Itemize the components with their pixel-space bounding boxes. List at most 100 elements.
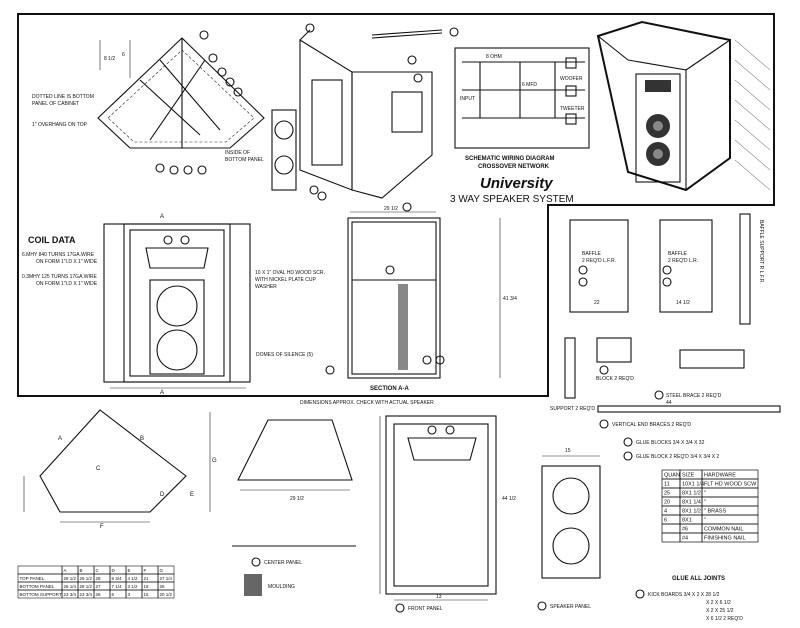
support-label: SUPPORT 2 REQ'D [550, 406, 595, 412]
hardware-cell-text: " BRASS [704, 509, 726, 515]
cut-table-cell-text: F [144, 568, 147, 573]
hardware-cell-text: #4 [682, 536, 688, 542]
baffle-b-label2: 2 REQ'D L.R. [668, 258, 698, 264]
center-panel-drawing: CENTER PANEL 29 1/2 MOULDING [232, 419, 356, 596]
schematic-caption: SCHEMATIC WIRING DIAGRAM [465, 156, 555, 162]
cut-table-cell-text: 7 1/4 [112, 584, 123, 589]
baffle-support-label: BAFFLE SUPPORT R L.F.R. [758, 220, 764, 284]
hardware-cell-text: SIZE [682, 473, 695, 479]
kick-boards-line4: X 6 1/2 2 REQ'D [706, 616, 743, 622]
hardware-cell-text: COMMON NAIL [704, 527, 743, 533]
block-label: BLOCK 2 REQ'D [596, 376, 634, 382]
svg-text:E: E [190, 492, 194, 498]
glue-all-heading: GLUE ALL JOINTS [672, 576, 725, 582]
topview-note3: INSIDE OF [225, 150, 250, 156]
kick-boards-line2: X 2 X 6 1/2 [706, 600, 731, 606]
topview-note3b: BOTTOM PANEL [225, 157, 264, 163]
svg-text:G: G [212, 458, 217, 464]
cut-table-cell-text: A [64, 568, 67, 573]
cut-table-cell-text: TOP PANEL [20, 576, 45, 581]
cut-table-cell-text: 8 3/4 [112, 576, 123, 581]
hardware-cell-text: 20 [664, 500, 670, 506]
baffle-a-label2: 2 REQ'D L.F.R. [582, 258, 616, 264]
vertical-brace-dim: 44 [666, 400, 672, 406]
cut-table-cell-text: 3 1/2 [128, 584, 139, 589]
hardware-cell-text: 8X1 1/4 [682, 500, 701, 506]
coil-heading: COIL DATA [28, 235, 76, 245]
cut-table-cell-text: B [80, 568, 83, 573]
coil-line2b: ON FORM 1"I.D X 1" WIDE [36, 281, 98, 287]
schematic-wiring-diagram: 8 OHM 6 MFD INPUT WOOFER TWEETER SCHEMAT… [454, 47, 590, 170]
hardware-cell-text: HARDWARE [704, 473, 736, 479]
svg-text:A: A [160, 390, 164, 396]
topview-note2: 1" OVERHANG ON TOP [32, 122, 88, 128]
hardware-cell-text: " [704, 518, 706, 524]
hardware-cell-text: FINISHING NAIL [704, 536, 746, 542]
svg-text:WOOFER: WOOFER [560, 76, 583, 82]
svg-text:6 MFD: 6 MFD [522, 82, 537, 88]
front-panel-dim-h: 44 1/2 [502, 496, 516, 502]
front-note1c: WASHER [255, 284, 277, 290]
pentagon-panel-drawing: A B C D E F G [23, 409, 217, 530]
hardware-cell-text: 25 [664, 491, 670, 497]
svg-text:A: A [160, 214, 164, 220]
svg-text:TWEETER: TWEETER [560, 106, 585, 112]
front-panel-drawing: DIMENSIONS APPROX. CHECK WITH ACTUAL SPE… [300, 400, 516, 613]
moulding-label: MOULDING [268, 584, 295, 590]
svg-text:B: B [140, 436, 144, 442]
cut-table-cell-text: 15 [144, 592, 150, 597]
cut-table-cell-text: C [96, 568, 100, 573]
hardware-cell-text: 8X1 1/2 [682, 509, 701, 515]
front-note1b: WITH NICKEL PLATE CUP [255, 277, 317, 283]
cut-table-cell-text: D [112, 568, 116, 573]
speaker-panel-dim: 15 [565, 448, 571, 454]
hardware-cell [701, 496, 759, 507]
coil-line1b: ON FORM 1"I.D X 1" WIDE [36, 259, 98, 265]
cut-table-cell-text: 20 1/2 [160, 592, 173, 597]
steel-brace-label: STEEL BRACE 2 REQ'D [666, 393, 722, 399]
section-aa-drawing: 29 1/2 41 3/4 SECTION A-A [325, 202, 517, 392]
cut-table-cell-text: 29 1/2 [80, 576, 93, 581]
cut-table-cell-text: 21 [144, 576, 150, 581]
cut-table-cell [157, 589, 175, 599]
top-view-drawing: 6 8 1/2 DOTTED LINE IS BOTTOM PANEL OF C… [32, 30, 265, 175]
cut-table-cell-text: 23 3/4 [64, 592, 77, 597]
svg-text:6: 6 [122, 52, 125, 58]
hardware-cell-text: " [704, 491, 706, 497]
baffle-b-dim: 14 1/2 [676, 300, 690, 306]
cut-table-cell-text: 4 1/2 [128, 576, 139, 581]
front-panel-dim-w: 13 [436, 594, 442, 600]
cut-table-cell-text: 23 3/4 [80, 592, 93, 597]
svg-text:A: A [58, 436, 62, 442]
svg-text:INPUT: INPUT [460, 96, 475, 102]
hardware-cell-text: 8X1 1/2 [682, 491, 701, 497]
cut-table-cell-text: 28 1/2 [64, 576, 77, 581]
brand-logo-text: University [480, 175, 553, 192]
cut-table-cell-text: BOTTOM PANEL [20, 584, 55, 589]
topview-note1b: PANEL OF CABINET [32, 101, 79, 107]
cut-table-cell-text: G [160, 568, 164, 573]
hardware-cell-text: 8X1 [682, 518, 692, 524]
cut-table-cell-text: 6 [112, 592, 115, 597]
svg-text:C: C [96, 466, 101, 472]
glue-blocks-line2: GLUE BLOCK 2 REQ'D 3/4 X 3/4 X 2 [636, 454, 719, 460]
center-panel-dim: 29 1/2 [290, 496, 304, 502]
callouts-topview [155, 30, 243, 175]
cut-table-cell [17, 565, 63, 575]
baffles-drawing: BAFFLE 2 REQ'D L.F.R. BAFFLE 2 REQ'D L.R… [569, 213, 764, 325]
bracing-parts: BLOCK 2 REQ'D STEEL BRACE 2 REQ'D SUPPOR… [550, 337, 781, 461]
hardware-cell-text: QUAN [664, 473, 680, 479]
cut-table-cell-text: E [128, 568, 131, 573]
cut-table-cell-text: 27 [96, 584, 102, 589]
front-panel-note: DIMENSIONS APPROX. CHECK WITH ACTUAL SPE… [300, 400, 434, 406]
baffle-a-dim: 22 [594, 300, 600, 306]
speaker-panel-drawing: 15 SPEAKER PANEL [537, 448, 601, 611]
hardware-cell-text: 10X1 1/4 [682, 482, 704, 488]
coil-data-block: COIL DATA 6.MHY 840 TURNS 17GA.WIRE ON F… [22, 235, 98, 287]
glue-all-joints-notes: GLUE ALL JOINTS KICK BOARDS 3/4 X 2 X 28… [635, 576, 743, 622]
cut-table-cell-text: BOTTOM SUPPORT [20, 592, 62, 597]
